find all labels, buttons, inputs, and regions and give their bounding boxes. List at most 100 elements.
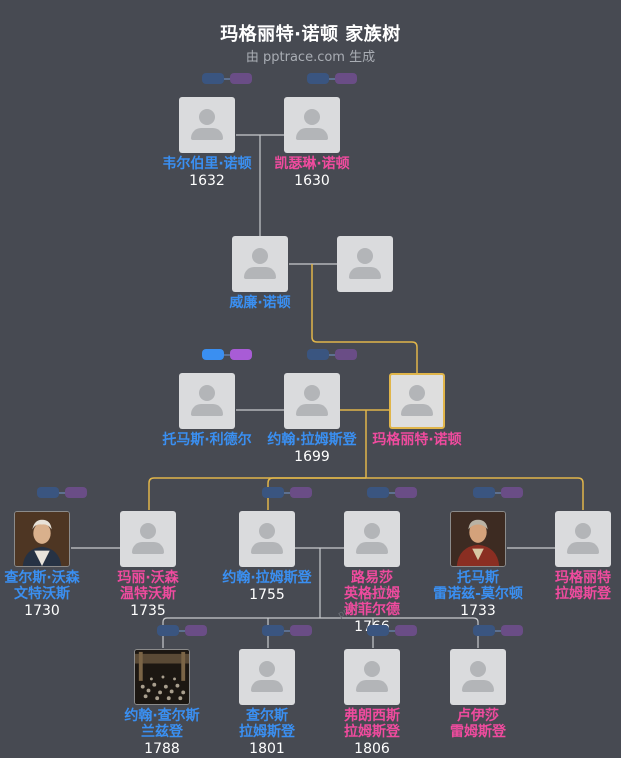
tag-link <box>224 354 230 356</box>
descent-line <box>162 617 320 648</box>
father-tag-icon[interactable] <box>307 349 329 360</box>
father-tag-icon[interactable] <box>262 487 284 498</box>
avatar-head <box>259 661 275 677</box>
mother-tag-icon[interactable] <box>65 487 87 498</box>
page-title: 玛格丽特·诺顿 家族树 <box>220 24 401 45</box>
mother-tag-icon[interactable] <box>230 349 252 360</box>
person-name: 约翰·拉姆斯登 <box>267 432 357 448</box>
tag-link <box>389 630 395 632</box>
person-avatar-icon[interactable] <box>344 649 400 705</box>
avatar-body <box>191 404 223 416</box>
avatar-body <box>296 404 328 416</box>
tag-link <box>179 630 185 632</box>
person-birth-year: 1730 <box>24 603 60 619</box>
person-birth-year: 1806 <box>354 741 390 757</box>
person-birth-year: 1788 <box>144 741 180 757</box>
person-name: 路易莎 <box>351 570 393 586</box>
avatar-head <box>364 523 380 539</box>
person-birth-year: 1755 <box>249 587 285 603</box>
lineage-line <box>366 477 584 510</box>
lineage-line <box>267 477 366 510</box>
mother-tag-icon[interactable] <box>290 625 312 636</box>
avatar-body <box>251 542 283 554</box>
lineage-line <box>148 477 366 510</box>
avatar-head <box>199 109 215 125</box>
person-name: 玛丽·沃森 <box>117 570 179 586</box>
person-avatar-icon[interactable] <box>450 649 506 705</box>
father-tag-icon[interactable] <box>473 487 495 498</box>
mother-tag-icon[interactable] <box>501 487 523 498</box>
father-tag-icon[interactable] <box>262 625 284 636</box>
person-birth-year: 1733 <box>460 603 496 619</box>
avatar-head <box>304 385 320 401</box>
mother-tag-icon[interactable] <box>230 73 252 84</box>
person-name: 查尔斯 <box>246 708 288 724</box>
person-birth-year: 1630 <box>294 173 330 189</box>
person-avatar-icon[interactable] <box>284 97 340 153</box>
mother-tag-icon[interactable] <box>395 487 417 498</box>
descent-line <box>320 617 479 648</box>
avatar-head <box>470 661 486 677</box>
mother-tag-icon[interactable] <box>335 73 357 84</box>
avatar-head <box>259 523 275 539</box>
mother-tag-icon[interactable] <box>501 625 523 636</box>
father-tag-icon[interactable] <box>37 487 59 498</box>
person-avatar-icon[interactable] <box>555 511 611 567</box>
person-name: 雷诺兹-莫尔顿 <box>433 586 523 602</box>
person-name: 约翰·查尔斯 <box>124 708 200 724</box>
person-name: 拉姆斯登 <box>239 724 295 740</box>
person-name: 玛格丽特 <box>555 570 611 586</box>
person-avatar-icon[interactable] <box>239 511 295 567</box>
avatar-head <box>575 523 591 539</box>
father-tag-icon[interactable] <box>367 487 389 498</box>
person-name: 兰兹登 <box>141 724 183 740</box>
person-birth-year: 1632 <box>189 173 225 189</box>
tag-link <box>284 492 290 494</box>
tag-link <box>329 78 335 80</box>
avatar-head <box>357 248 373 264</box>
person-photo[interactable] <box>14 511 70 567</box>
mother-tag-icon[interactable] <box>335 349 357 360</box>
father-tag-icon[interactable] <box>202 349 224 360</box>
father-tag-icon[interactable] <box>473 625 495 636</box>
person-avatar-icon[interactable] <box>344 511 400 567</box>
person-birth-year: 1735 <box>130 603 166 619</box>
avatar-body <box>251 680 283 692</box>
father-tag-icon[interactable] <box>307 73 329 84</box>
person-avatar-icon[interactable] <box>120 511 176 567</box>
person-name: 拉姆斯登 <box>555 586 611 602</box>
person-name: 凯瑟琳·诺顿 <box>274 156 350 172</box>
mother-tag-icon[interactable] <box>185 625 207 636</box>
person-photo[interactable] <box>450 511 506 567</box>
person-name: 雷姆斯登 <box>450 724 506 740</box>
father-tag-icon[interactable] <box>157 625 179 636</box>
avatar-head <box>199 385 215 401</box>
avatar-body <box>356 680 388 692</box>
mother-tag-icon[interactable] <box>395 625 417 636</box>
avatar-body <box>132 542 164 554</box>
lineage-line <box>311 264 418 374</box>
avatar-head <box>140 523 156 539</box>
tag-link <box>284 630 290 632</box>
avatar-body <box>244 267 276 279</box>
person-avatar-icon[interactable] <box>179 373 235 429</box>
tag-link <box>59 492 65 494</box>
person-name: 约翰·拉姆斯登 <box>222 570 312 586</box>
mother-tag-icon[interactable] <box>290 487 312 498</box>
tag-link <box>495 630 501 632</box>
person-avatar-icon[interactable] <box>239 649 295 705</box>
person-name: 卢伊莎 <box>457 708 499 724</box>
avatar-body <box>191 128 223 140</box>
person-avatar-icon[interactable] <box>179 97 235 153</box>
person-avatar-icon[interactable] <box>284 373 340 429</box>
father-tag-icon[interactable] <box>367 625 389 636</box>
tag-link <box>389 492 395 494</box>
person-avatar-icon[interactable] <box>337 236 393 292</box>
person-photo[interactable] <box>134 649 190 705</box>
avatar-head <box>364 661 380 677</box>
tag-link <box>329 354 335 356</box>
person-avatar-icon[interactable] <box>389 373 445 429</box>
person-name: 托马斯·利德尔 <box>162 432 252 448</box>
person-avatar-icon[interactable] <box>232 236 288 292</box>
father-tag-icon[interactable] <box>202 73 224 84</box>
